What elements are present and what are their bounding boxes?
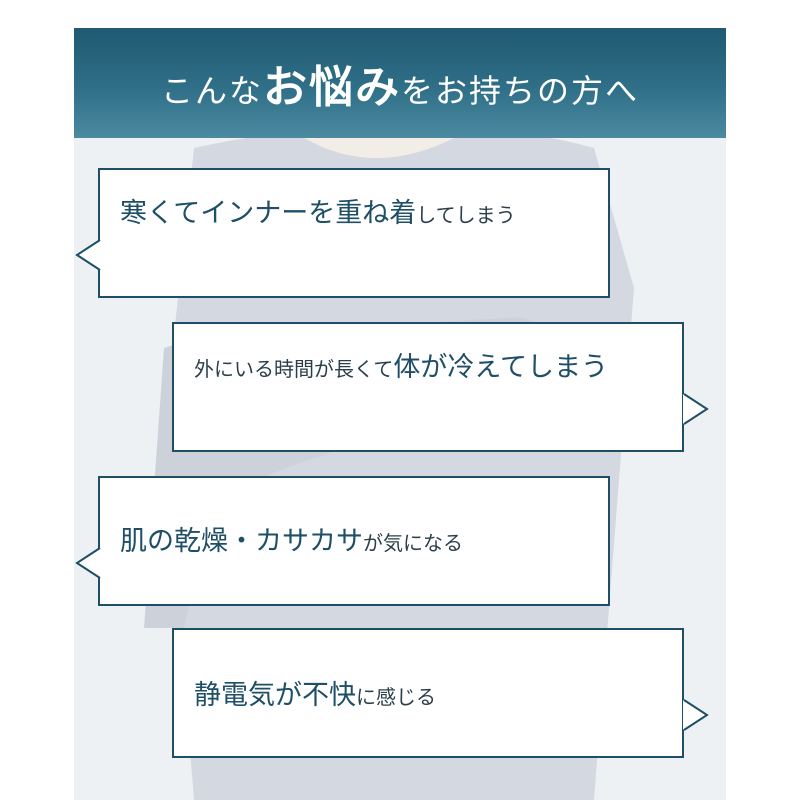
header-banner: こんなお悩みをお持ちの方へ [74,28,726,138]
bubble-tail-left-1 [75,239,101,271]
concern-text-1: 寒くてインナーを重ね着してしまう [120,192,600,235]
concerns-panel: こんなお悩みをお持ちの方へ 寒くてインナーを重ね着してしまう 外にいる時間が長く… [74,28,726,800]
concern-strong: 肌の乾燥・カサカサ [120,526,363,557]
concern-bubble-2: 外にいる時間が長くて体が冷えてしまう [172,322,684,452]
concern-text-2: 外にいる時間が長くて体が冷えてしまう [194,346,670,389]
bubble-tail-right-2 [683,393,709,425]
concern-text-3: 肌の乾燥・カサカサが気になる [120,520,600,563]
concern-normal: に感じる [356,685,436,709]
concern-bubble-1: 寒くてインナーを重ね着してしまう [98,168,610,298]
concern-strong: 静電気が不快 [194,680,356,711]
concern-normal: が気になる [363,531,463,555]
bubble-tail-left-3 [75,547,101,579]
concern-strong: 寒くてインナーを重ね着 [120,198,417,229]
concern-normal-before: 外にいる時間が長くて [194,357,394,381]
header-title: こんなお悩みをお持ちの方へ [161,51,639,115]
concern-bubble-4: 静電気が不快に感じる [172,628,684,758]
bubble-tail-right-4 [683,699,709,731]
concern-normal: してしまう [416,203,516,227]
title-emphasis: お悩み [263,62,401,113]
concern-bubble-3: 肌の乾燥・カサカサが気になる [98,476,610,606]
concern-text-4: 静電気が不快に感じる [194,674,670,717]
title-post: をお持ちの方へ [401,72,640,110]
concern-strong: 体が冷えてしまう [393,352,609,383]
title-pre: こんな [160,72,263,110]
